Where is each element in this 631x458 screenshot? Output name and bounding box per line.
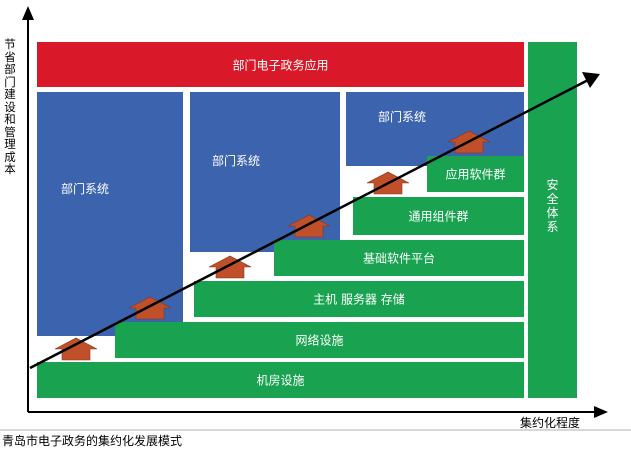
layer-label-application-software: 应用软件群 bbox=[445, 167, 506, 182]
y-axis-label-char: 门 bbox=[4, 74, 16, 89]
x-axis-label: 集约化程度 bbox=[520, 416, 581, 430]
layer-bar-network: 网络设施 bbox=[115, 322, 524, 358]
security-label-char: 全 bbox=[546, 192, 559, 206]
trend-arrowhead bbox=[582, 72, 600, 88]
y-axis-label-char: 设 bbox=[4, 99, 16, 114]
trend-arrow-line bbox=[29, 76, 593, 370]
layer-bar-machine-room: 机房设施 bbox=[37, 362, 524, 398]
y-axis-label-char: 理 bbox=[4, 137, 16, 151]
top-bar-label: 部门电子政务应用 bbox=[232, 58, 329, 72]
step-arrow-4 bbox=[287, 214, 331, 238]
y-axis-label-char: 建 bbox=[4, 87, 16, 101]
layer-label-common-components: 通用组件群 bbox=[408, 209, 469, 224]
step-arrow-2 bbox=[128, 296, 172, 320]
y-axis-label-char: 部 bbox=[4, 62, 16, 76]
layer-bar-application-software: 应用软件群 bbox=[427, 156, 524, 192]
department-system-label-2: 部门系统 bbox=[212, 154, 261, 168]
department-system-label-1: 部门系统 bbox=[61, 182, 110, 196]
security-label-char: 系 bbox=[546, 220, 559, 234]
y-axis-arrowhead bbox=[22, 6, 34, 20]
department-system-box-1: 部门系统 bbox=[37, 92, 183, 336]
security-label-char: 安 bbox=[546, 178, 559, 192]
layer-bar-host-server-storage: 主机 服务器 存储 bbox=[194, 281, 524, 317]
step-arrow-1 bbox=[54, 337, 98, 361]
layer-label-network: 网络设施 bbox=[295, 333, 344, 348]
layer-label-machine-room: 机房设施 bbox=[256, 373, 305, 388]
y-axis-label-char: 本 bbox=[4, 162, 16, 176]
layer-bar-base-software: 基础软件平台 bbox=[274, 240, 524, 276]
x-axis-arrowhead bbox=[594, 406, 608, 418]
security-label: 安全体系 bbox=[528, 178, 577, 234]
layer-label-base-software: 基础软件平台 bbox=[362, 251, 435, 266]
layer-bar-common-components: 通用组件群 bbox=[353, 197, 524, 235]
y-axis-label-char: 节 bbox=[4, 37, 16, 51]
security-system-bar: 安全体系 bbox=[528, 42, 577, 398]
y-axis-label-char: 成 bbox=[4, 149, 16, 164]
step-arrow-3 bbox=[208, 255, 252, 279]
y-axis-label: 节省部门建设和管理成本 bbox=[2, 38, 18, 176]
y-axis-label-char: 和 bbox=[4, 112, 16, 126]
figure-caption: 青岛市电子政务的集约化发展模式 bbox=[2, 434, 183, 448]
security-label-char: 体 bbox=[546, 206, 559, 220]
department-system-label-3: 部门系统 bbox=[378, 110, 427, 124]
y-axis-label-char: 省 bbox=[4, 49, 16, 64]
y-axis-label-char: 管 bbox=[4, 124, 16, 139]
top-application-bar: 部门电子政务应用 bbox=[37, 42, 524, 87]
layer-label-host-server-storage: 主机 服务器 存储 bbox=[313, 292, 405, 307]
